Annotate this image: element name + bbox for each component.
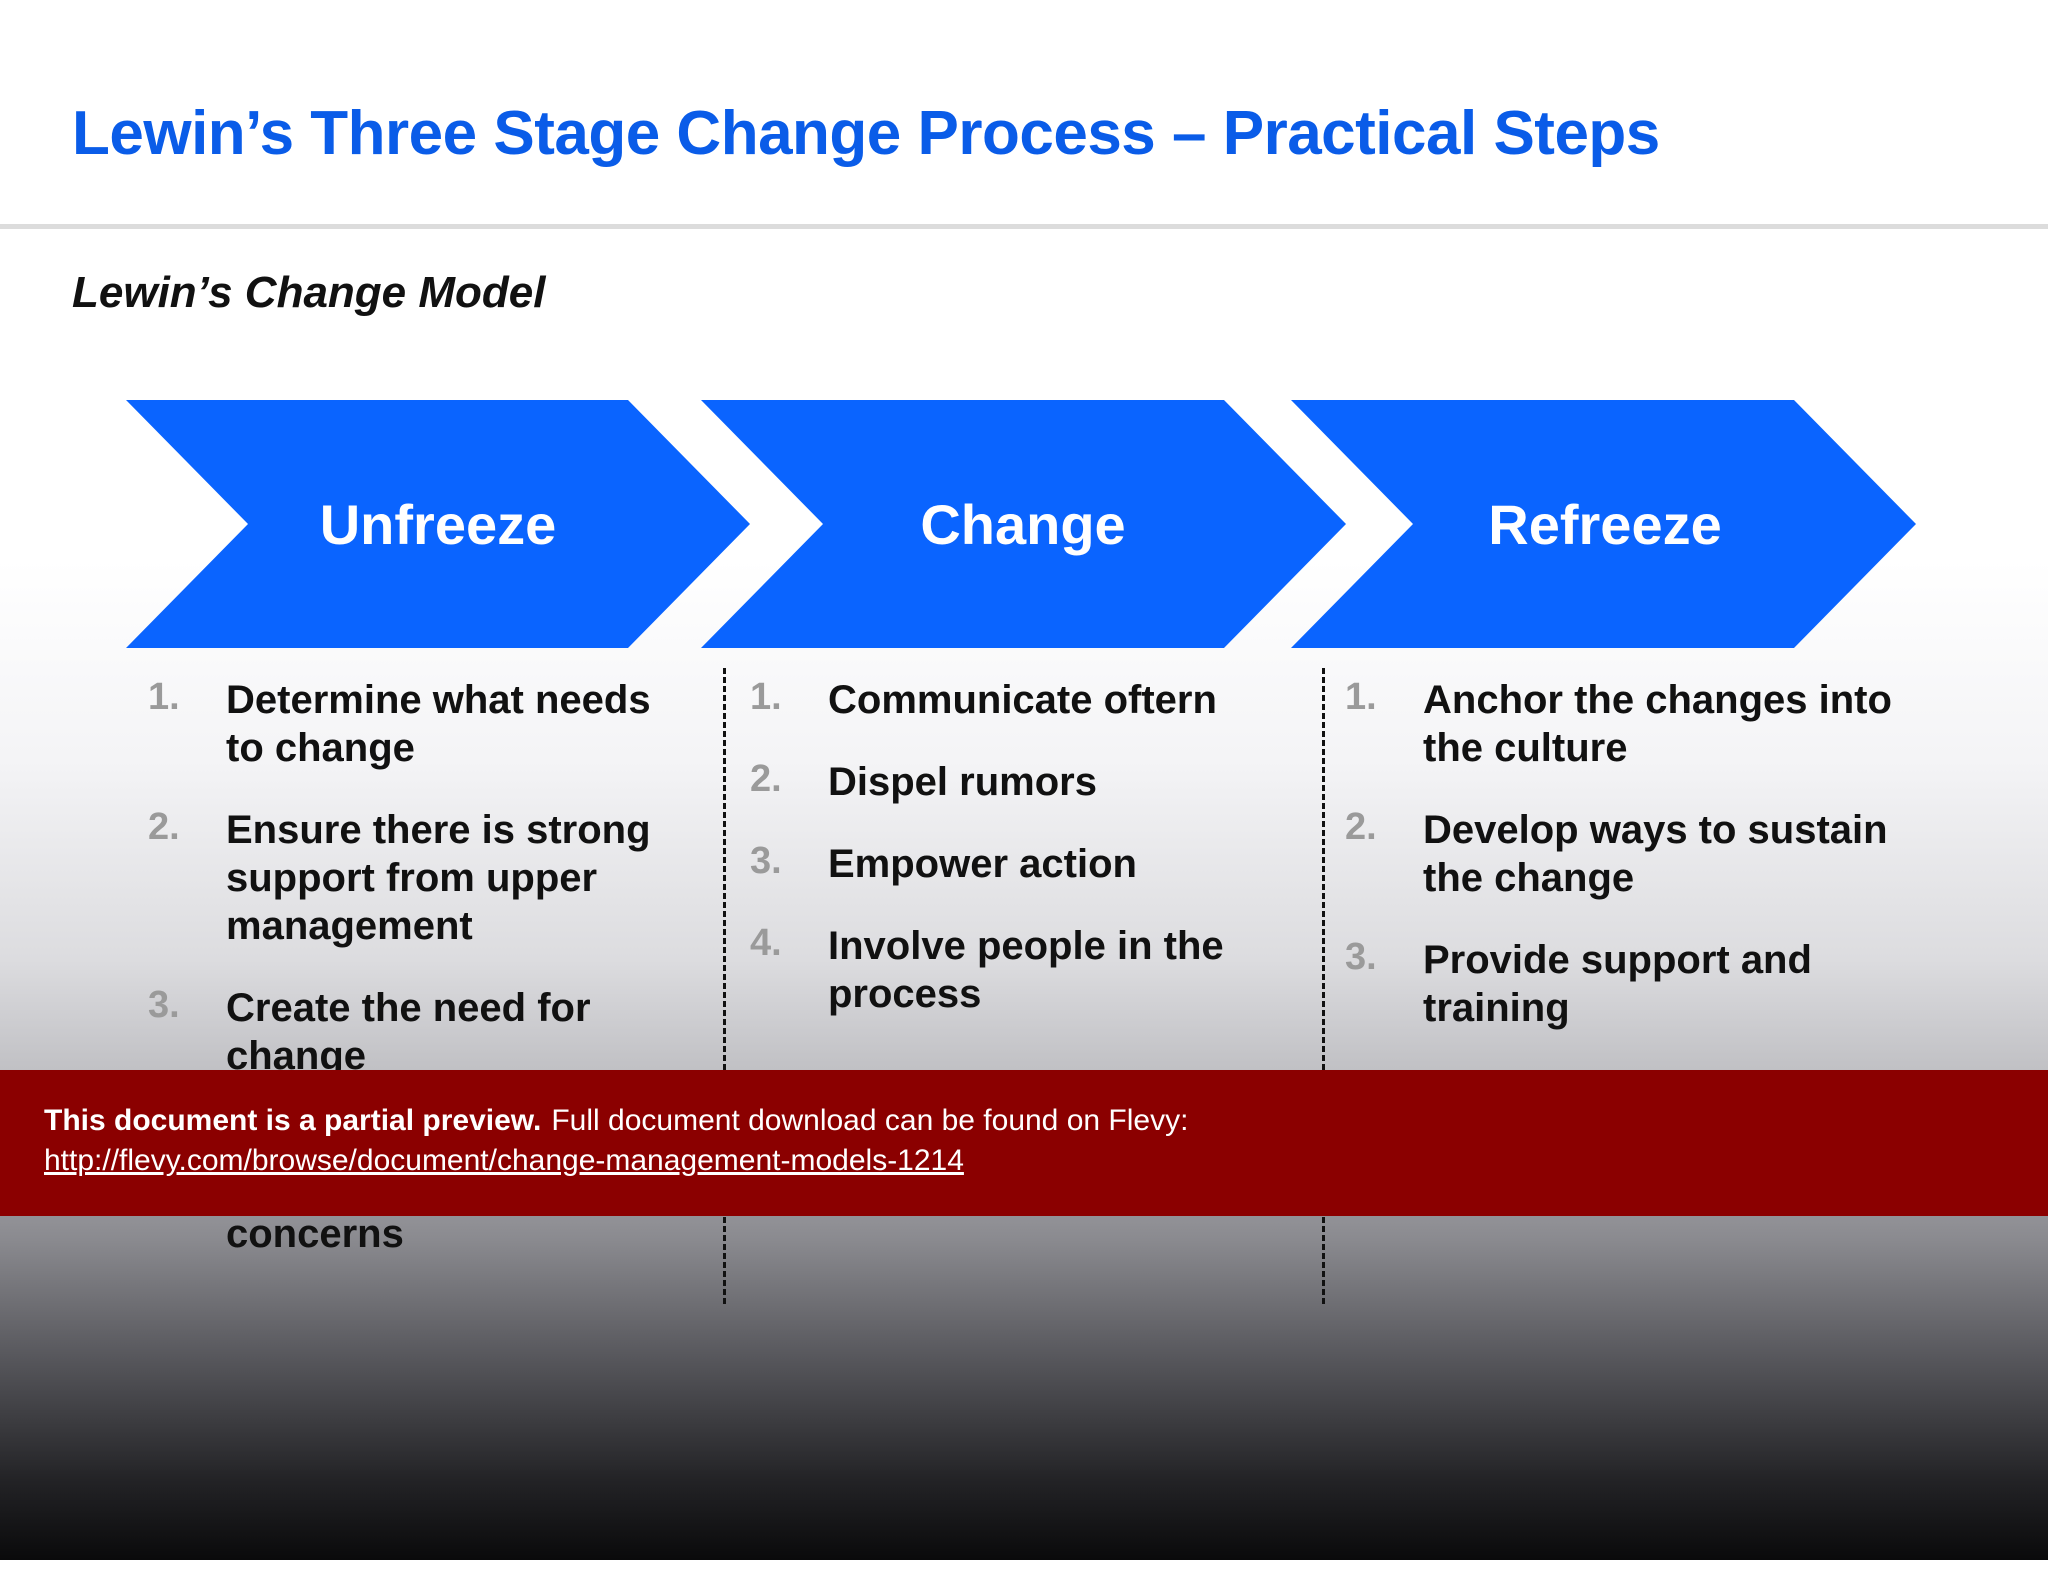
chevron-change: [701, 400, 1346, 648]
partial-list-text: concerns: [226, 1212, 404, 1256]
slide-subtitle: Lewin’s Change Model: [72, 268, 546, 317]
list-item: 2. Ensure there is strong support from u…: [148, 806, 688, 950]
change-steps-list: 1. Communicate oftern 2. Dispel rumors 3…: [750, 676, 1270, 1052]
list-item-text: Empower action: [828, 842, 1137, 886]
list-item-text: Develop ways to sustain the change: [1423, 808, 1888, 900]
list-item-number: 4.: [750, 922, 782, 964]
list-item-number: 1.: [750, 676, 782, 718]
list-item: 3. Provide support and training: [1345, 936, 1905, 1032]
list-item-number: 2.: [750, 758, 782, 800]
list-item-number: 3.: [750, 840, 782, 882]
list-item: 1. Communicate oftern: [750, 676, 1270, 724]
chevron-refreeze: [1291, 400, 1916, 648]
stage-label-refreeze: Refreeze: [1488, 493, 1722, 556]
title-divider: [0, 224, 2048, 229]
stage-label-change: Change: [920, 493, 1126, 556]
banner-info: Full document download can be found on F…: [551, 1104, 1189, 1137]
preview-banner: This document is a partial preview. Full …: [0, 1070, 2048, 1216]
column-divider-2: [1322, 668, 1325, 1304]
list-item: 3. Empower action: [750, 840, 1270, 888]
list-item: 1. Anchor the changes into the culture: [1345, 676, 1905, 772]
column-divider-1: [723, 668, 726, 1304]
banner-message: This document is a partial preview. Full …: [44, 1104, 1188, 1138]
banner-notice: This document is a partial preview.: [44, 1104, 542, 1137]
list-item-number: 2.: [1345, 806, 1377, 848]
list-item: 1. Determine what needs to change: [148, 676, 688, 772]
refreeze-steps-list: 1. Anchor the changes into the culture 2…: [1345, 676, 1905, 1066]
list-item: 2. Dispel rumors: [750, 758, 1270, 806]
list-item-text: Anchor the changes into the culture: [1423, 678, 1892, 770]
list-item-number: 3.: [1345, 936, 1377, 978]
list-item-text: Create the need for change: [226, 986, 591, 1078]
list-item: 4. Involve people in the process: [750, 922, 1270, 1018]
list-item-text: Determine what needs to change: [226, 678, 651, 770]
chevron-unfreeze: [126, 400, 750, 648]
stage-chevrons: [126, 400, 1916, 648]
list-item-number: 2.: [148, 806, 180, 848]
list-item-text: Involve people in the process: [828, 924, 1224, 1016]
list-item-text: Provide support and training: [1423, 938, 1812, 1030]
list-item: 3. Create the need for change: [148, 984, 688, 1080]
list-item-text: Communicate oftern: [828, 678, 1217, 722]
list-item-number: 3.: [148, 984, 180, 1026]
list-item-number: 1.: [1345, 676, 1377, 718]
list-item-text: Ensure there is strong support from uppe…: [226, 808, 651, 948]
stage-label-unfreeze: Unfreeze: [319, 493, 557, 556]
list-item-number: 1.: [148, 676, 180, 718]
unfreeze-steps-list: 1. Determine what needs to change 2. Ens…: [148, 676, 688, 1114]
download-link[interactable]: http://flevy.com/browse/document/change-…: [44, 1144, 964, 1177]
list-item: 2. Develop ways to sustain the change: [1345, 806, 1905, 902]
slide-title: Lewin’s Three Stage Change Process – Pra…: [72, 99, 1660, 168]
list-item-text: Dispel rumors: [828, 760, 1097, 804]
